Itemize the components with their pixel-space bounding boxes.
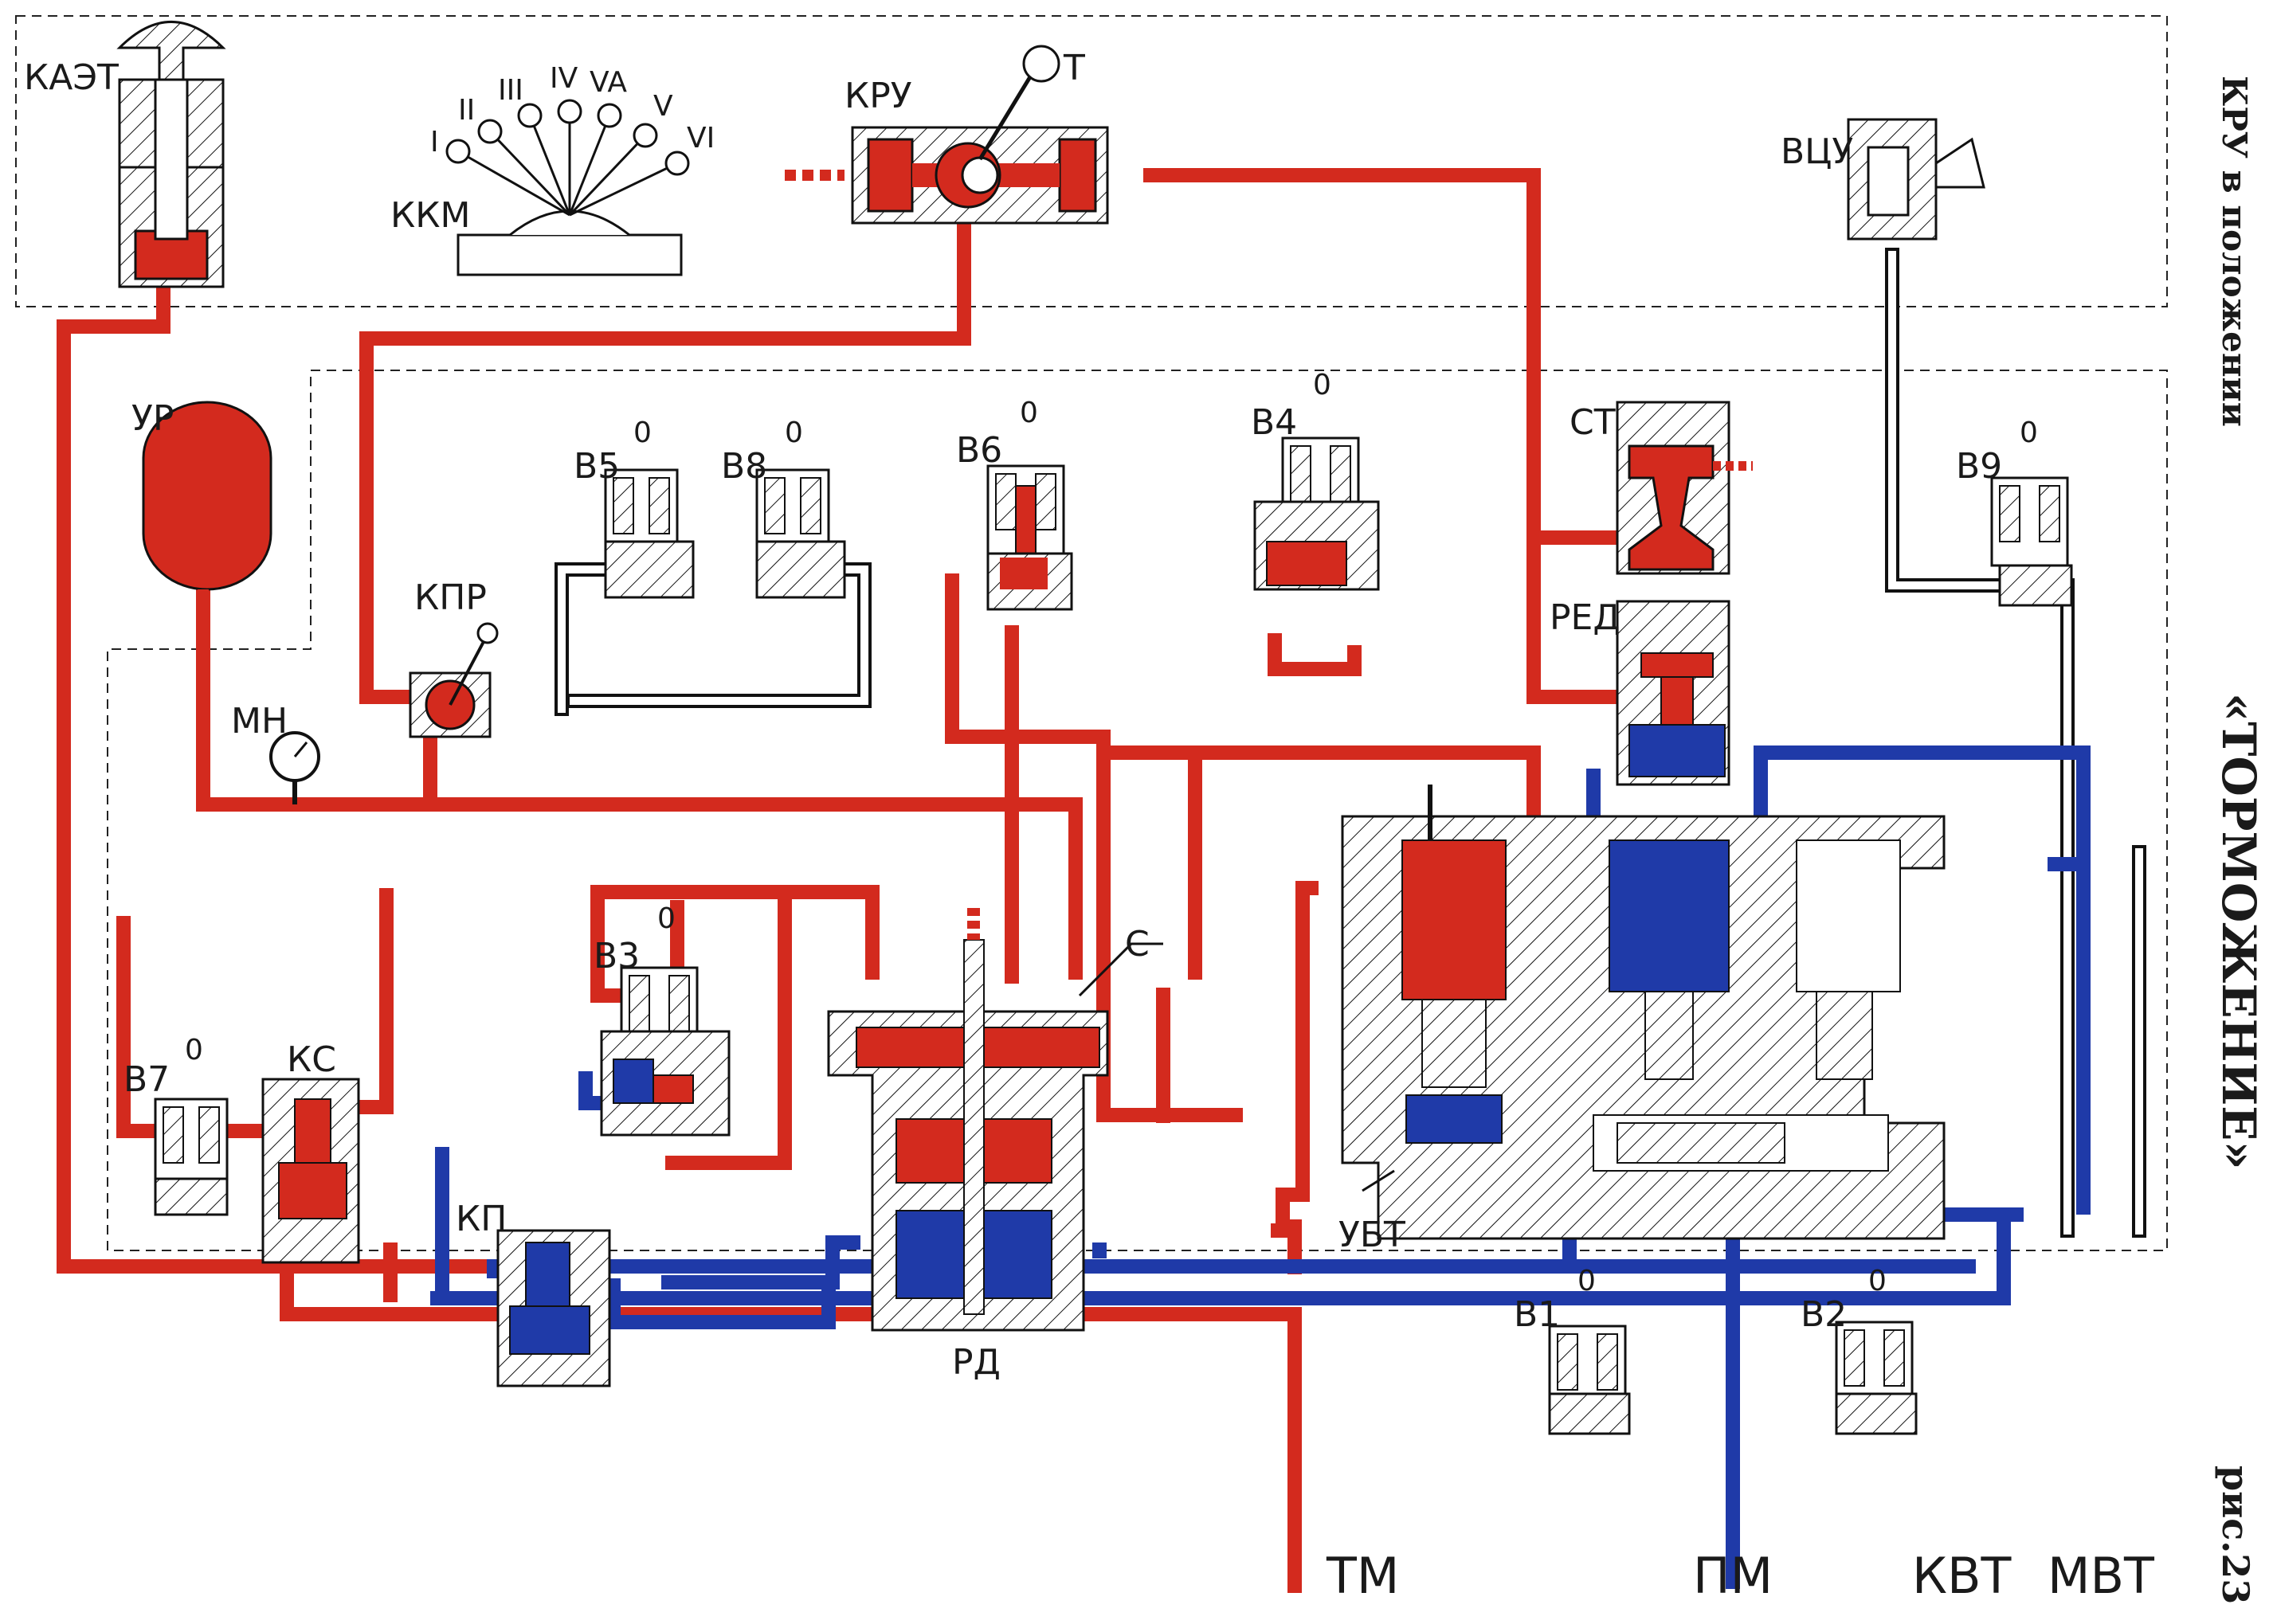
label-kkm: ККМ <box>390 195 470 236</box>
red-reducer[interactable] <box>1616 600 1730 786</box>
valve-v4[interactable] <box>1253 436 1380 591</box>
port-tm: ТМ <box>1326 1547 1399 1605</box>
label-red: РЕД <box>1550 597 1620 638</box>
valve-v7[interactable] <box>154 1098 229 1216</box>
ks-valve[interactable] <box>261 1078 360 1264</box>
ubt-block[interactable] <box>1341 785 1946 1240</box>
label-ubt: УБТ <box>1338 1215 1405 1255</box>
kkm-pos-2: II <box>458 94 475 127</box>
label-kp: КП <box>456 1199 507 1239</box>
label-mn: МН <box>231 701 288 742</box>
label-kru: КРУ <box>845 76 912 116</box>
ur-reservoir <box>142 401 272 808</box>
kpr-valve[interactable] <box>409 622 499 738</box>
dashed-frames <box>15 15 2168 1251</box>
valve-label-v2: В2 <box>1801 1294 1847 1335</box>
kkm-pos-1: I <box>430 126 439 158</box>
vcu-valve[interactable] <box>1847 118 1985 241</box>
label-ks: КС <box>287 1039 336 1080</box>
kkm-handles <box>445 99 690 217</box>
valve-label-v6: В6 <box>956 430 1002 471</box>
valve-v6[interactable] <box>986 464 1073 611</box>
valve-state-v2: 0 <box>1868 1265 1887 1297</box>
port-mvt: МВТ <box>2048 1547 2155 1605</box>
kkm-pos-6: V <box>653 90 673 123</box>
valve-label-v9: В9 <box>1956 446 2002 487</box>
label-st: СТ <box>1570 402 1616 443</box>
valve-label-v4: В4 <box>1251 402 1297 443</box>
valve-state-v3: 0 <box>657 902 676 935</box>
kkm-pos-7: VI <box>687 122 715 155</box>
kkm-position-labels: I II III IV VA V VI <box>430 62 715 158</box>
label-t: Т <box>1063 48 1085 88</box>
valve-label-v1: В1 <box>1514 1294 1560 1335</box>
label-kaet: КАЭТ <box>24 57 119 98</box>
component-labels: КАЭТ ККМ КРУ Т ВЦУ УР МН КПР СТ РЕД КС К… <box>24 48 1853 1383</box>
valve-v1[interactable] <box>1548 1325 1631 1435</box>
valve-labels: В5 0 В8 0 В6 0 В4 0 В9 0 В3 0 В7 0 В1 0 … <box>123 369 2038 1335</box>
kru-valve[interactable] <box>785 45 1109 225</box>
valve-v2[interactable] <box>1835 1321 1918 1435</box>
label-vcu: ВЦУ <box>1781 131 1853 172</box>
valve-v3[interactable] <box>600 966 731 1137</box>
valve-state-v6: 0 <box>1020 397 1038 429</box>
valve-v5[interactable] <box>604 468 695 599</box>
label-c: С <box>1125 924 1150 965</box>
subtitle: КРУ в положении <box>2215 76 2254 427</box>
valve-state-v5: 0 <box>633 417 652 449</box>
mn-gauge <box>269 731 320 804</box>
kp-valve[interactable] <box>496 1229 611 1387</box>
side-captions: КРУ в положении «ТОРМОЖЕНИЕ» рис.23 <box>2212 76 2266 1604</box>
valve-label-v7: В7 <box>123 1059 170 1100</box>
valve-label-v8: В8 <box>721 446 767 487</box>
valve-state-v7: 0 <box>185 1034 203 1066</box>
kkm-controller[interactable] <box>445 99 690 276</box>
main-title: «ТОРМОЖЕНИЕ» <box>2212 693 2266 1170</box>
valve-v8[interactable] <box>755 468 846 599</box>
valve-state-v9: 0 <box>2020 417 2038 449</box>
valve-label-v5: В5 <box>574 446 620 487</box>
label-rd: РД <box>952 1342 1001 1383</box>
valve-label-v3: В3 <box>594 936 640 976</box>
rd-valve[interactable] <box>827 908 1163 1332</box>
st-valve[interactable] <box>1616 401 1753 575</box>
label-kpr: КПР <box>414 577 487 618</box>
port-pm: ПМ <box>1693 1547 1773 1605</box>
valve-v9[interactable] <box>1990 476 2073 607</box>
figure-number: рис.23 <box>2214 1466 2257 1604</box>
kaet-valve[interactable] <box>116 21 226 288</box>
valve-state-v4: 0 <box>1313 369 1331 401</box>
valve-state-v8: 0 <box>785 417 803 449</box>
kkm-pos-4: IV <box>550 62 578 95</box>
valve-state-v1: 0 <box>1577 1265 1596 1297</box>
kkm-pos-5: VA <box>590 66 627 99</box>
port-kvt: КВТ <box>1912 1547 2012 1605</box>
port-labels: ТМ ПМ КВТ МВТ <box>1326 1547 2155 1605</box>
kkm-pos-3: III <box>498 74 523 107</box>
label-ur: УР <box>131 398 174 439</box>
